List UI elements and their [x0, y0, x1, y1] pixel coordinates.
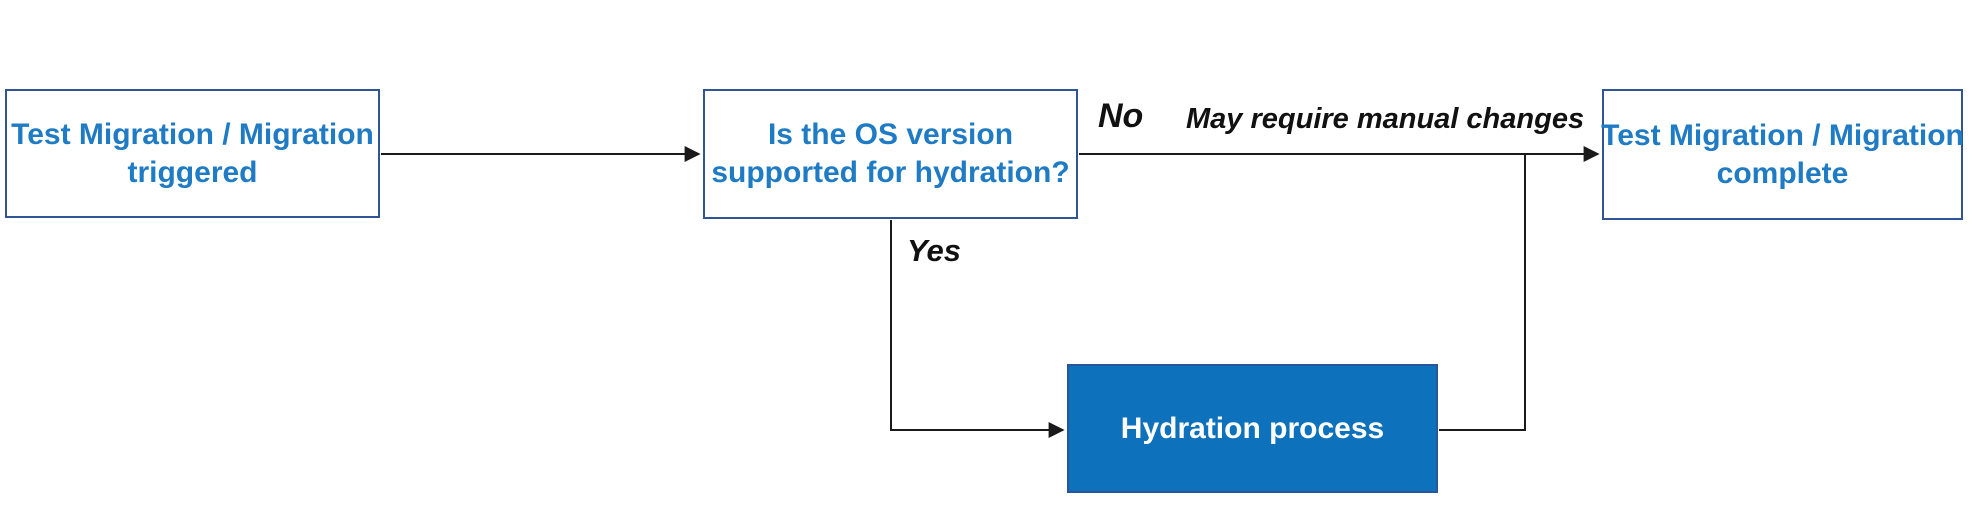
node-label-line: supported for hydration?	[711, 156, 1070, 189]
edge-label-no: No	[1098, 97, 1144, 135]
node-migration-complete: Test Migration / Migration complete	[1601, 89, 1964, 220]
node-label-line: triggered	[127, 155, 258, 189]
node-hydration-process: Hydration process	[1067, 364, 1438, 493]
node-os-version-decision: Is the OS version supported for hydratio…	[703, 89, 1078, 219]
node-label-line: Test Migration / Migration	[1601, 118, 1964, 152]
node-migration-triggered: Test Migration / Migration triggered	[5, 89, 380, 218]
connector-yes-to-hydration	[890, 220, 1065, 438]
edge-note-manual-changes: May require manual changes	[1186, 103, 1585, 135]
node-label-line: Hydration process	[1120, 411, 1385, 445]
connector-hydration-merge	[1439, 155, 1526, 431]
node-label-line: complete	[1716, 156, 1849, 190]
node-label-line: Is the OS version	[767, 118, 1014, 151]
edge-label-yes: Yes	[907, 233, 962, 268]
node-label-line: Test Migration / Migration	[11, 117, 374, 151]
